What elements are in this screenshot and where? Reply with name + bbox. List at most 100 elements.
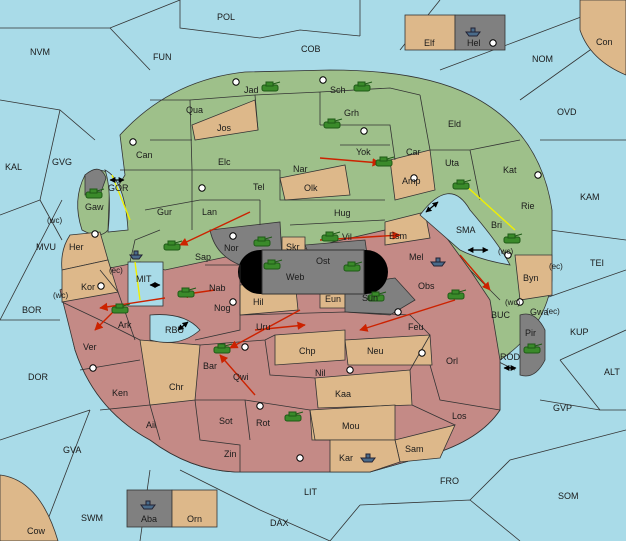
province-label-tel: Tel <box>253 182 265 192</box>
province-label-kaa: Kaa <box>335 389 351 399</box>
province-label-uru: Uru <box>256 322 271 332</box>
province-label-kar: Kar <box>339 453 353 463</box>
sea-label-con: Con <box>596 37 613 47</box>
province-elf[interactable] <box>404 14 456 51</box>
province-label-elf: Elf <box>424 38 435 48</box>
sea-label-ovd: OVD <box>557 107 577 117</box>
province-olk[interactable] <box>279 164 351 201</box>
central-inner <box>261 249 365 295</box>
province-label-ost: Ost <box>316 256 331 266</box>
province-label-sch: Sch <box>330 85 346 95</box>
province-label-mel: Mel <box>409 252 424 262</box>
coast-tag-kor-ec: (ec) <box>109 266 123 275</box>
province-label-jos: Jos <box>217 123 232 133</box>
province-label-vil: Vil <box>342 232 352 242</box>
units <box>85 27 543 510</box>
province-label-nor: Nor <box>224 243 239 253</box>
province-label-sot: Sot <box>219 416 233 426</box>
lake-rbu <box>149 314 201 343</box>
province-label-qwi: Qwi <box>233 372 249 382</box>
province-label-gaw: Gaw <box>85 202 104 212</box>
sea-label-nom: NOM <box>532 54 553 64</box>
coast-tag-gwa-ec: (ec) <box>546 307 560 316</box>
province-label-kor: Kor <box>81 282 95 292</box>
sea-label-fun: FUN <box>153 52 172 62</box>
province-label-obs: Obs <box>418 281 435 291</box>
sea-label-gvg: GVG <box>52 157 72 167</box>
sea-label-dor: DOR <box>28 372 49 382</box>
sea-label-kal: KAL <box>5 162 22 172</box>
sea-label-mit: MIT <box>136 274 152 284</box>
province-label-neu: Neu <box>367 346 384 356</box>
province-label-sap: Sap <box>195 252 211 262</box>
coast-tag-byn-ec: (ec) <box>549 262 563 271</box>
sea-label-dax: DAX <box>270 518 289 528</box>
supply-centers <box>89 39 542 462</box>
province-label-her: Her <box>69 242 84 252</box>
province-label-rot: Rot <box>256 418 271 428</box>
province-orn[interactable] <box>171 489 218 528</box>
sea-label-swm: SWM <box>81 513 103 523</box>
sea-label-gva: GVA <box>63 445 81 455</box>
coast-tag-gwa-wc: (wc) <box>505 298 520 307</box>
province-label-amp: Amp <box>402 176 421 186</box>
province-label-grh: Grh <box>344 108 359 118</box>
province-label-rie: Rie <box>521 201 535 211</box>
province-label-aba: Aba <box>141 514 157 524</box>
sea-label-fro: FRO <box>440 476 459 486</box>
province-label-nil: Nil <box>315 368 326 378</box>
adjacency-arrows <box>109 177 517 371</box>
sea-label-kup: KUP <box>570 327 589 337</box>
sea-label-rbu: RBU <box>165 325 184 335</box>
province-label-yok: Yok <box>356 147 371 157</box>
sea-label-sma: SMA <box>456 225 476 235</box>
province-label-kat: Kat <box>503 165 517 175</box>
sea-label-tei: TEI <box>590 258 604 268</box>
province-label-nog: Nog <box>214 303 231 313</box>
province-chp[interactable] <box>274 329 346 366</box>
province-chr[interactable] <box>139 339 201 406</box>
province-neu[interactable] <box>344 334 433 366</box>
sea-labels: POL NVM FUN COB NOM Con OVD KAL GVG KAM … <box>5 12 620 536</box>
province-label-eld: Eld <box>448 119 461 129</box>
coast-tag-her-wc: (wc) <box>47 216 62 225</box>
sea-label-mvu: MVU <box>36 242 56 252</box>
province-label-byn: Byn <box>523 273 539 283</box>
province-label-ken: Ken <box>112 388 128 398</box>
sea-label-cob: COB <box>301 44 321 54</box>
coast-tags: (wc) (ec) (wc) (ec) (wc) (ec) (wc) <box>47 216 563 316</box>
province-label-esm: Esm <box>389 231 407 241</box>
province-kar[interactable] <box>329 439 401 473</box>
sea-label-buc: BUC <box>491 310 511 320</box>
province-label-nab: Nab <box>209 283 226 293</box>
province-label-hel: Hel <box>467 38 481 48</box>
province-label-jad: Jad <box>244 85 259 95</box>
sea-label-bor: BOR <box>22 305 42 315</box>
province-label-eun: Eun <box>325 294 341 304</box>
province-label-sun: Sun <box>362 293 378 303</box>
province-label-ark: Ark <box>118 320 132 330</box>
province-byn[interactable] <box>514 254 553 301</box>
province-label-chp: Chp <box>299 346 316 356</box>
province-borders <box>61 87 521 472</box>
province-label-gur: Gur <box>157 207 172 217</box>
sea-label-rod: ROD <box>500 352 521 362</box>
province-label-ver: Ver <box>83 342 97 352</box>
sea-label-cow: Cow <box>27 526 46 536</box>
sea-label-alt: ALT <box>604 367 620 377</box>
province-label-ail: Ail <box>146 420 156 430</box>
province-label-zin: Zin <box>224 449 237 459</box>
province-label-los: Los <box>452 411 467 421</box>
province-label-sam: Sam <box>405 444 424 454</box>
sea-label-gvp: GVP <box>553 403 572 413</box>
province-label-qua: Qua <box>186 105 203 115</box>
province-label-orl: Orl <box>446 356 458 366</box>
province-label-can: Can <box>136 150 153 160</box>
province-label-hil: Hil <box>253 297 264 307</box>
province-label-orn: Orn <box>187 514 202 524</box>
province-labels: Elf Hel Jad Sch Qua Jos Grh Eld Can Yok … <box>69 38 549 524</box>
province-label-mou: Mou <box>342 421 360 431</box>
province-label-skr: Skr <box>286 242 300 252</box>
province-label-bri: Bri <box>491 220 502 230</box>
